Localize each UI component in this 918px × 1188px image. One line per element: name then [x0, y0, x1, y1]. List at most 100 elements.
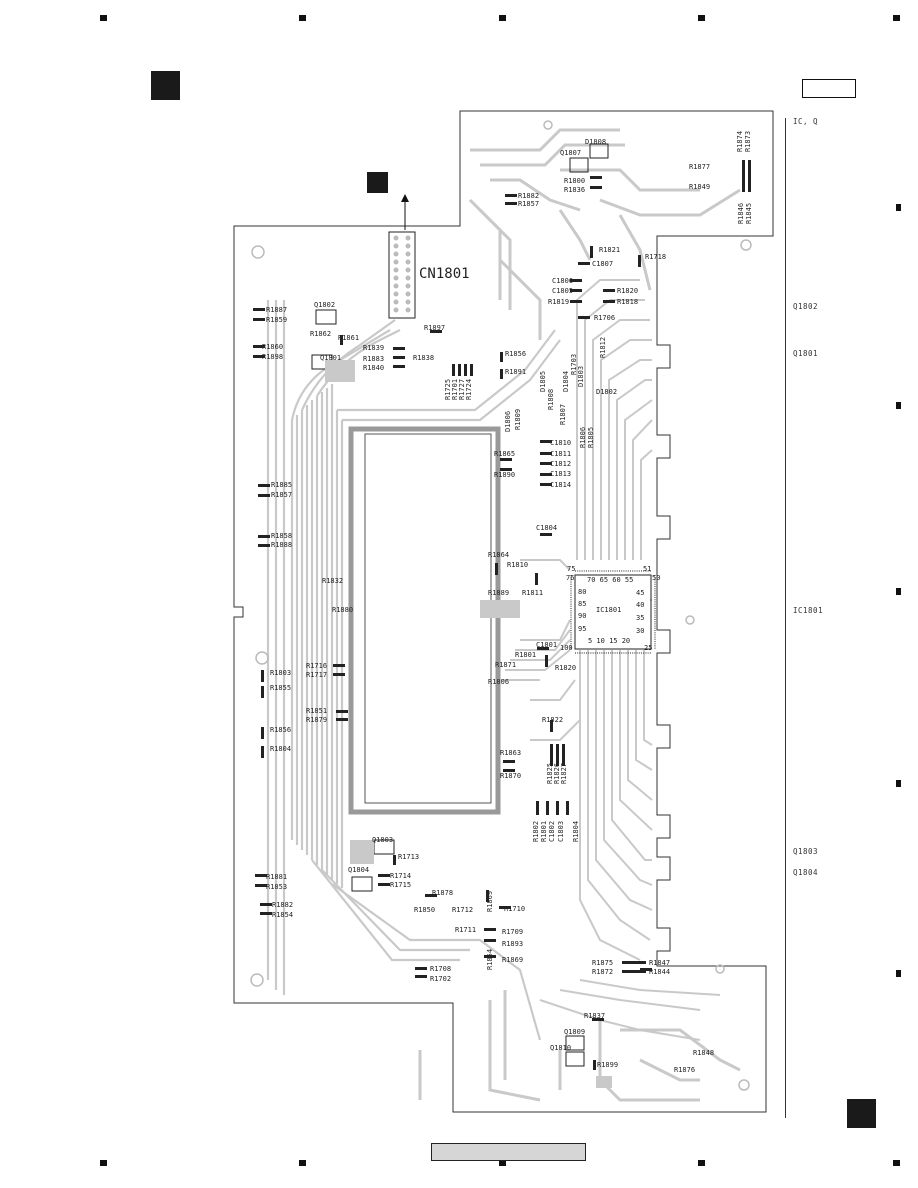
svg-text:R1818: R1818 [617, 298, 638, 306]
svg-text:R1820: R1820 [555, 664, 576, 672]
svg-text:R1807: R1807 [559, 404, 567, 425]
cn1801-connector [388, 231, 416, 319]
svg-text:R1810: R1810 [507, 561, 528, 569]
registration-mark-bottom-4 [698, 1160, 705, 1166]
registration-mark-bottom-5 [893, 1160, 900, 1166]
svg-text:R1880: R1880 [332, 606, 353, 614]
component-pads [253, 160, 751, 1070]
section-block-bottom-right [847, 1099, 876, 1128]
svg-text:R1845: R1845 [745, 203, 753, 224]
side-panel-rule [785, 118, 786, 1118]
registration-mark-top-2 [299, 15, 306, 21]
connector-arrow [401, 194, 409, 230]
side-label-q1803: Q1803 [793, 847, 819, 856]
svg-text:D1808: D1808 [585, 138, 606, 146]
svg-text:R1873: R1873 [744, 131, 752, 152]
ic1801-package [570, 570, 656, 654]
svg-text:30: 30 [636, 627, 644, 635]
svg-text:76: 76 [566, 574, 574, 582]
svg-text:R1844: R1844 [649, 968, 670, 976]
svg-text:R1891: R1891 [505, 368, 526, 376]
svg-text:R1862: R1862 [310, 330, 331, 338]
svg-text:R1847: R1847 [649, 959, 670, 967]
svg-text:R1718: R1718 [645, 253, 666, 261]
svg-text:R1803: R1803 [270, 669, 291, 677]
svg-text:80: 80 [578, 588, 586, 596]
svg-text:R1877: R1877 [689, 163, 710, 171]
svg-text:R1811: R1811 [522, 589, 543, 597]
svg-text:R1724: R1724 [465, 379, 473, 400]
svg-text:Q1810: Q1810 [550, 1044, 571, 1052]
svg-text:R1860: R1860 [262, 343, 283, 351]
svg-text:R1806: R1806 [579, 427, 587, 448]
svg-text:R1840: R1840 [363, 364, 384, 372]
svg-text:R1864: R1864 [488, 551, 509, 559]
svg-text:R1717: R1717 [306, 671, 327, 679]
svg-text:Q1804: Q1804 [348, 866, 369, 874]
side-label-q1804: Q1804 [793, 868, 819, 877]
registration-mark-bottom-2 [299, 1160, 306, 1166]
svg-text:R1882: R1882 [518, 192, 539, 200]
trace-bus-left [266, 300, 561, 1041]
svg-text:C1805: C1805 [552, 287, 573, 295]
svg-text:R1856: R1856 [270, 726, 291, 734]
section-block-pcb [367, 172, 388, 193]
svg-text:R1878: R1878 [432, 889, 453, 897]
registration-mark-top-3 [499, 15, 506, 21]
svg-text:R1710: R1710 [504, 905, 525, 913]
svg-text:R1827: R1827 [560, 763, 568, 784]
svg-text:51: 51 [643, 565, 651, 573]
svg-text:C1814: C1814 [550, 481, 571, 489]
trace-bus-bottom [418, 990, 741, 1102]
svg-text:R1703: R1703 [570, 354, 578, 375]
svg-text:D1805: D1805 [539, 371, 547, 392]
svg-text:R1857: R1857 [271, 491, 292, 499]
svg-text:R1888: R1888 [271, 541, 292, 549]
svg-text:R1854: R1854 [486, 949, 494, 970]
svg-text:R1727: R1727 [458, 379, 466, 400]
svg-text:R1898: R1898 [262, 353, 283, 361]
svg-text:R1812: R1812 [599, 337, 607, 358]
registration-mark-bottom-3 [499, 1160, 506, 1166]
svg-text:75: 75 [567, 565, 575, 573]
svg-text:R1713: R1713 [398, 853, 419, 861]
svg-text:C1801: C1801 [536, 641, 557, 649]
svg-text:25: 25 [644, 644, 652, 652]
display-window [348, 426, 501, 815]
svg-text:R1870: R1870 [500, 772, 521, 780]
svg-text:100: 100 [560, 644, 573, 652]
svg-text:R1808: R1808 [547, 389, 555, 410]
svg-text:R1838: R1838 [413, 354, 434, 362]
svg-text:R1851: R1851 [306, 707, 327, 715]
svg-text:R1826: R1826 [553, 763, 561, 784]
side-label-icq: IC, Q [793, 117, 819, 126]
svg-text:R1871: R1871 [495, 661, 516, 669]
svg-text:R1712: R1712 [452, 906, 473, 914]
svg-text:R1711: R1711 [455, 926, 476, 934]
svg-text:R1849: R1849 [689, 183, 710, 191]
svg-text:R1881: R1881 [266, 873, 287, 881]
registration-mark-bottom-1 [100, 1160, 107, 1166]
svg-text:R1899: R1899 [597, 1061, 618, 1069]
svg-text:R1809: R1809 [514, 409, 522, 430]
svg-text:Q1807: Q1807 [560, 149, 581, 157]
svg-text:Q1809: Q1809 [564, 1028, 585, 1036]
edge-mark-2 [896, 402, 901, 409]
svg-text:R1832: R1832 [322, 577, 343, 585]
svg-text:R1714: R1714 [390, 872, 411, 880]
trace-bus-top [468, 128, 741, 340]
side-label-q1802: Q1802 [793, 302, 819, 311]
svg-text:R1804: R1804 [270, 745, 291, 753]
svg-text:R1890: R1890 [494, 471, 515, 479]
svg-text:R1716: R1716 [306, 662, 327, 670]
svg-text:C1810: C1810 [550, 439, 571, 447]
svg-text:R1708: R1708 [430, 965, 451, 973]
svg-text:C1811: C1811 [550, 450, 571, 458]
svg-text:R1709: R1709 [502, 928, 523, 936]
svg-text:R1872: R1872 [592, 968, 613, 976]
svg-text:R1804: R1804 [572, 821, 580, 842]
svg-text:R1887: R1887 [266, 306, 287, 314]
registration-mark-top-4 [698, 15, 705, 21]
svg-text:R1850: R1850 [414, 906, 435, 914]
